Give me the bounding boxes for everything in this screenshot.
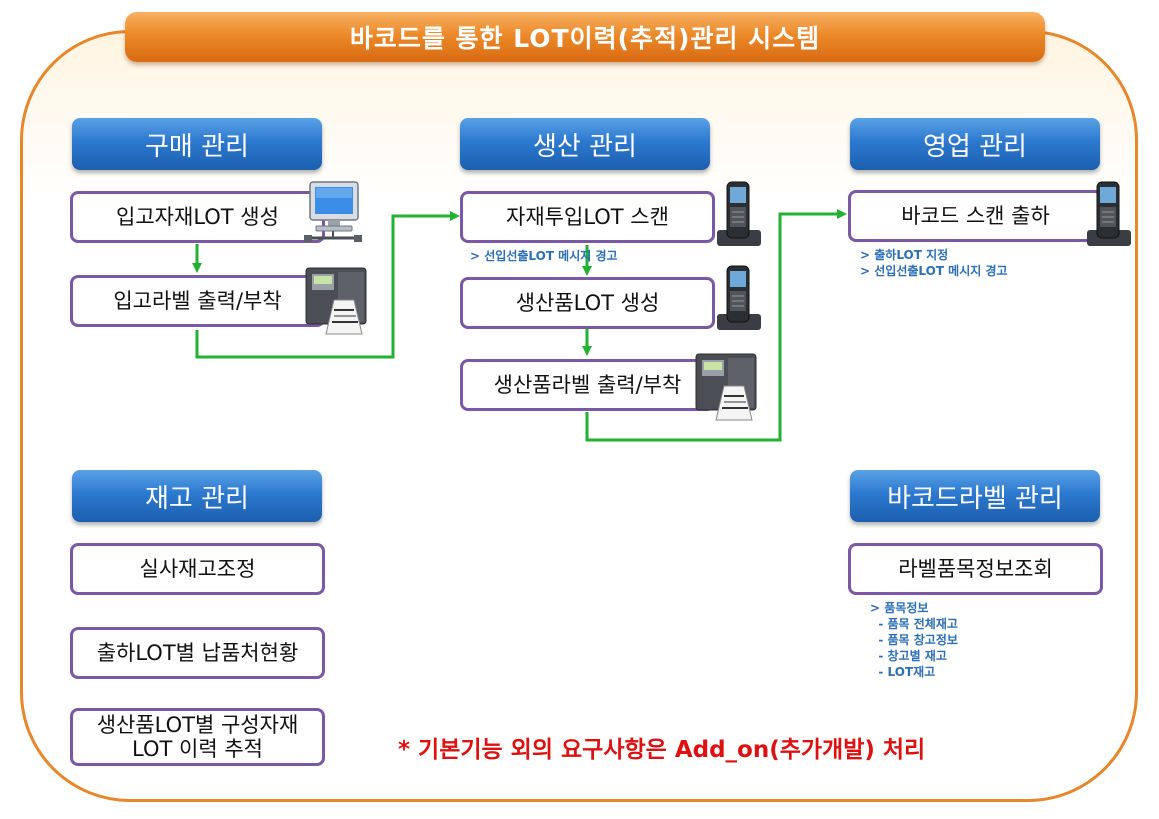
handheld-scanner-icon [717,181,761,246]
barcode-label-notes: > 품목정보 - 품목 전체재고 - 품목 창고정보 - 창고별 재고 - LO… [870,600,958,680]
handheld-scanner-icon [1087,181,1131,246]
sales-step-scan-ship: 바코드 스캔 출하 [848,190,1103,242]
production-step-material-scan: 자재투입LOT 스캔 [460,191,715,243]
sales-header: 영업 관리 [850,118,1100,170]
item-info-line: > 품목정보 [870,601,929,615]
purchase-step-lot-create: 입고자재LOT 생성 [70,191,325,243]
barcode-printer-icon [695,353,757,421]
purchase-header: 구매 관리 [72,118,322,170]
item-info-line: - 품목 창고정보 [870,633,958,647]
inventory-step-lot-trace: 생산품LOT별 구성자재 LOT 이력 추적 [70,708,325,766]
production-fifo-note: > 선입선출LOT 메시지 경고 [470,249,618,263]
barcode-label-header: 바코드라벨 관리 [850,470,1100,522]
sales-note-line: > 선입선출LOT 메시지 경고 [860,264,1008,278]
footer-note: * 기본기능 외의 요구사항은 Add_on(추가개발) 처리 [398,737,926,763]
handheld-scanner-icon [717,265,761,330]
connector-purchase-to-production [195,211,460,359]
item-info-line: - 창고별 재고 [870,649,947,663]
lot-trace-line2: LOT 이력 추적 [132,737,263,761]
inventory-step-shipment-status: 출하LOT별 납품처현황 [70,627,325,679]
lot-trace-line1: 생산품LOT별 구성자재 [96,713,299,737]
page-title: 바코드를 통한 LOT이력(추적)관리 시스템 [125,12,1045,62]
purchase-step-label-print: 입고라벨 출력/부착 [70,275,325,327]
inventory-header: 재고 관리 [72,470,322,522]
production-header: 생산 관리 [460,118,710,170]
barcode-printer-icon [305,267,367,335]
sales-note-line: > 출하LOT 지정 [860,248,949,262]
inventory-step-stock-adjust: 실사재고조정 [70,543,325,595]
production-step-label-print: 생산품라벨 출력/부착 [460,359,715,411]
sales-notes: > 출하LOT 지정 > 선입선출LOT 메시지 경고 [860,247,1008,279]
item-info-line: - 품목 전체재고 [870,617,958,631]
item-info-line: - LOT재고 [870,665,936,679]
connector-production-to-sales [585,209,847,442]
computer-icon [304,181,362,242]
production-step-product-lot: 생산품LOT 생성 [460,277,715,329]
barcode-label-step-item-lookup: 라벨품목정보조회 [848,543,1103,595]
